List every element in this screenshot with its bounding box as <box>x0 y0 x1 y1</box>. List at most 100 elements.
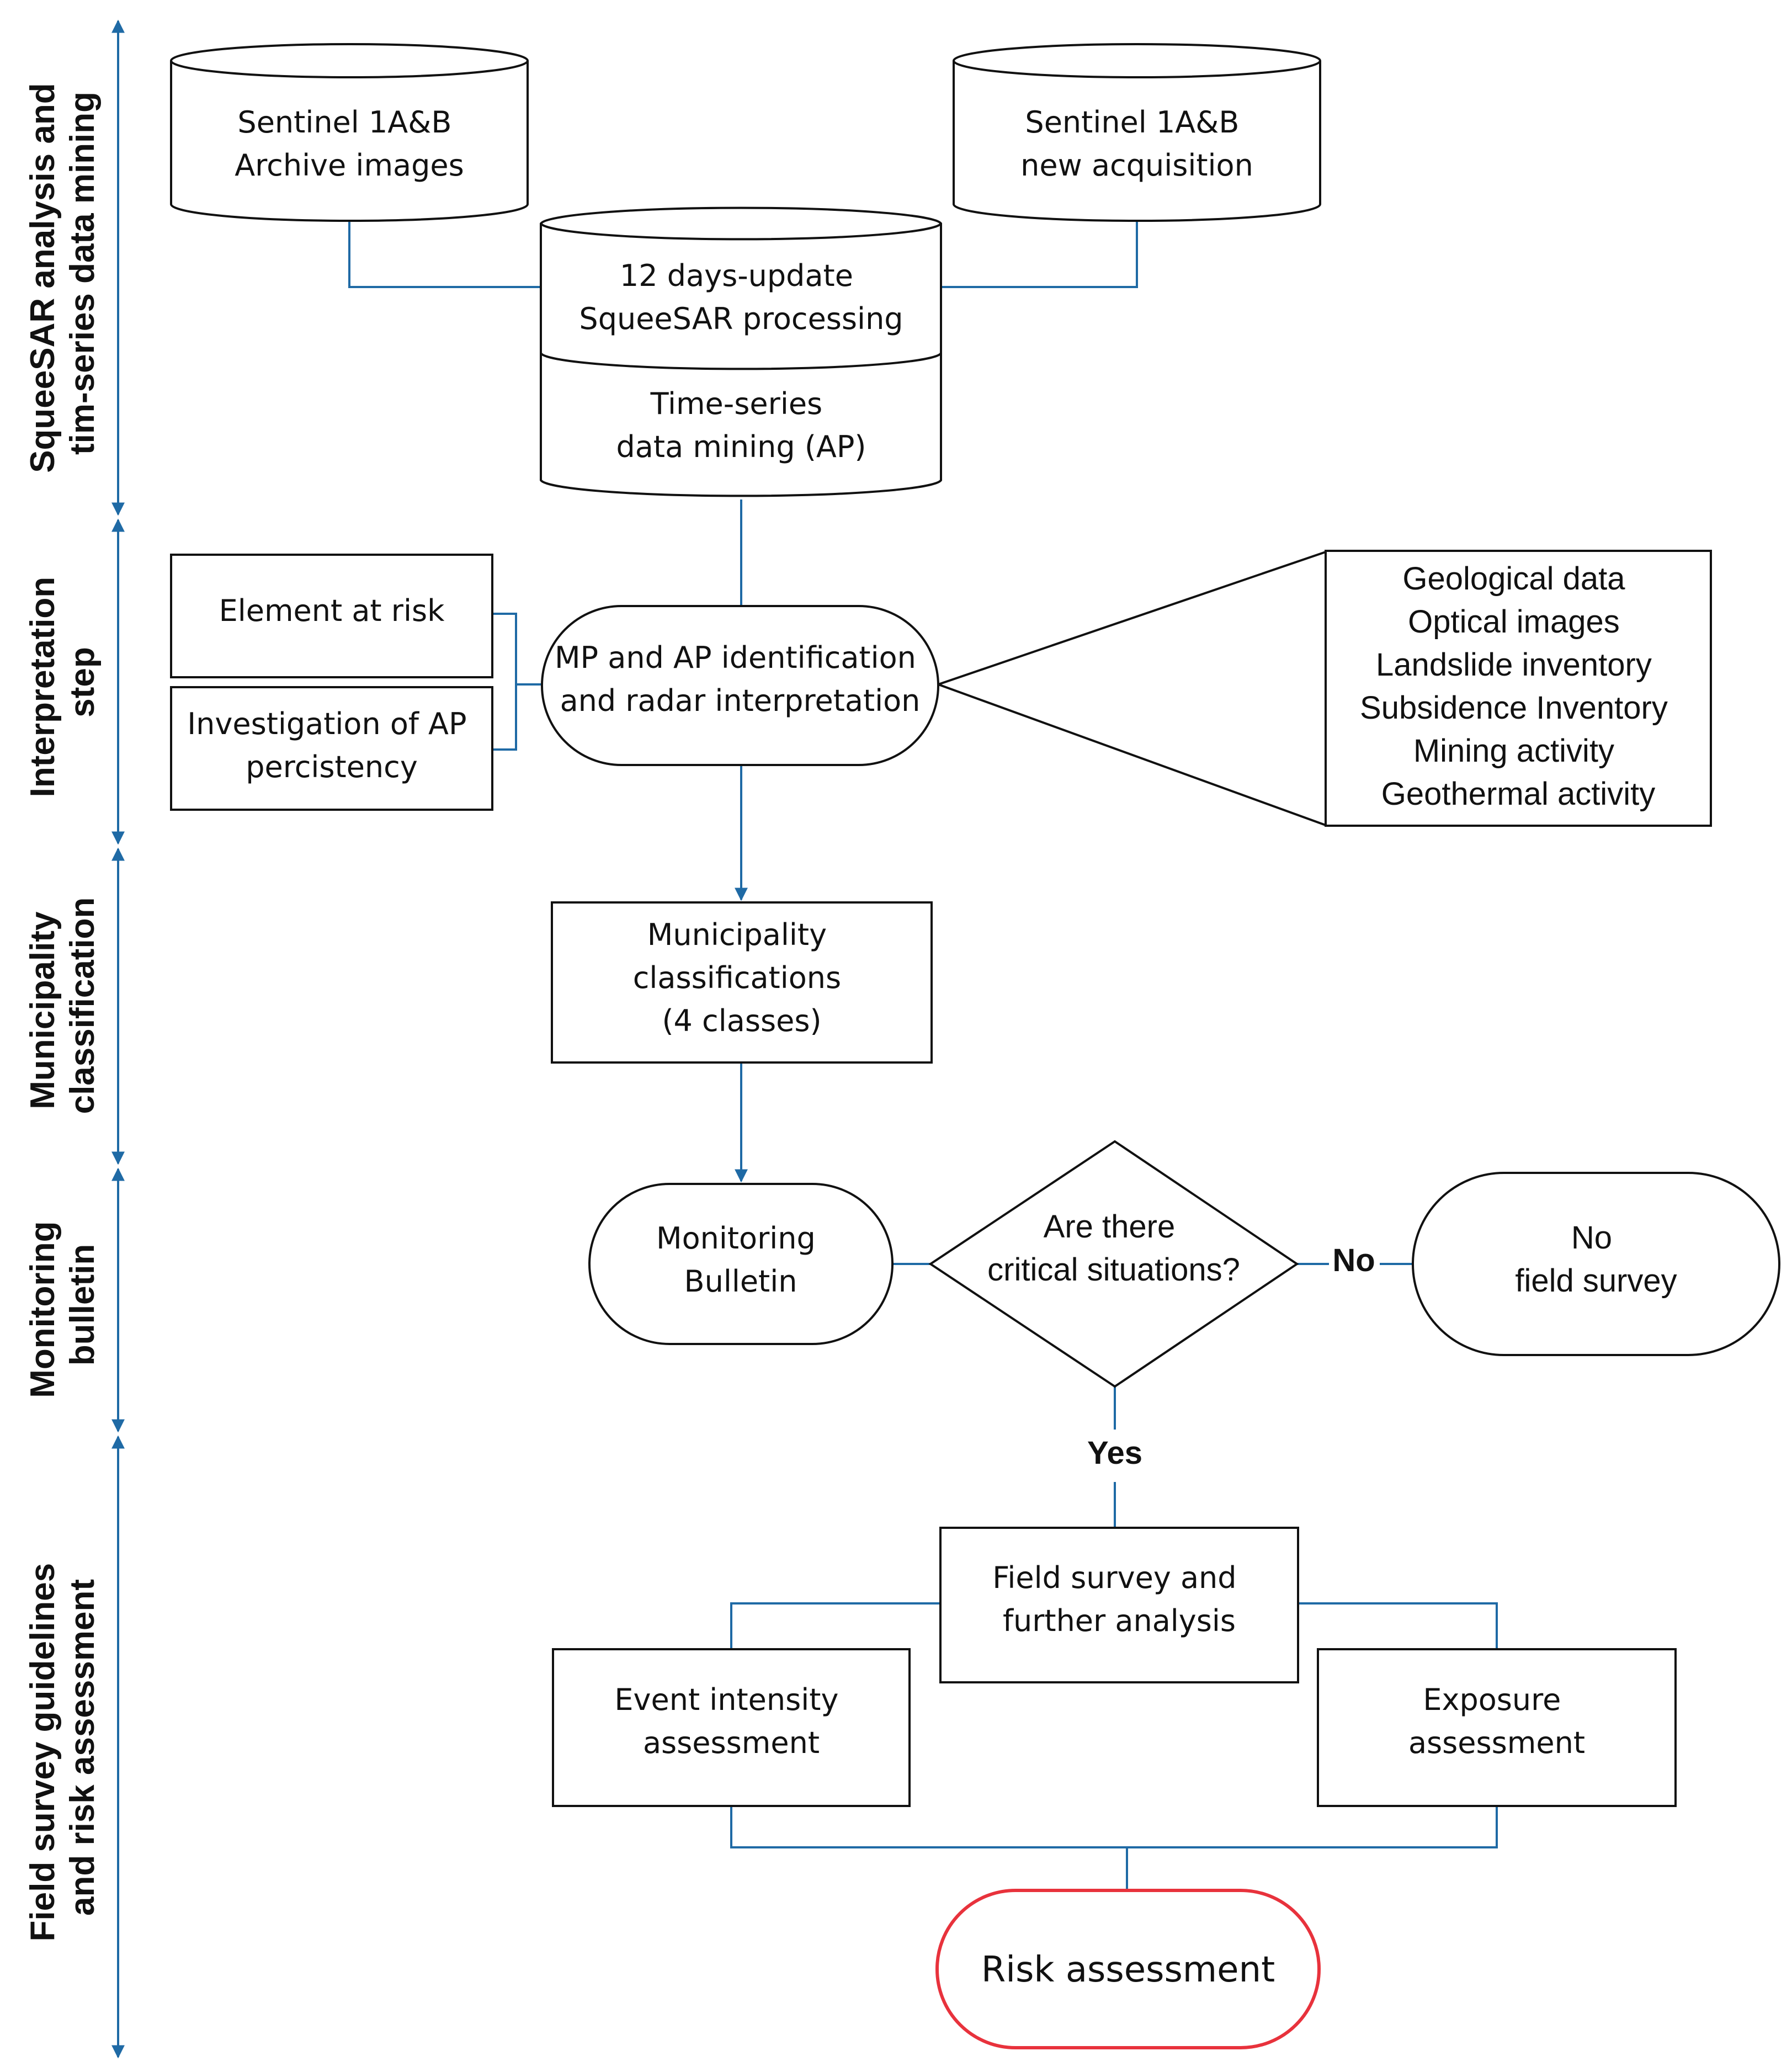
terminal-shape <box>588 1183 894 1345</box>
node-mining-text: Time-series data mining (AP) <box>616 386 866 464</box>
node-ancillary-data: Geological data Optical images Landslide… <box>1325 550 1712 827</box>
node-line: classifications <box>633 960 841 995</box>
node-line: Investigation of AP <box>187 706 466 741</box>
node-line: new acquisition <box>1020 148 1253 183</box>
stage-axis: SqueeSAR analysis and tim-series data mi… <box>24 19 125 2059</box>
cylinder-rim <box>953 60 1321 78</box>
node-line: assessment <box>643 1725 820 1760</box>
terminal-shape <box>1412 1172 1780 1356</box>
node-line: Are there <box>1044 1209 1176 1245</box>
node-line: SqueeSAR processing <box>579 301 903 336</box>
node-element-at-risk-text: Element at risk <box>219 593 445 628</box>
stage-label-line: Monitoring <box>24 1221 62 1398</box>
stage-label-squeesar: SqueeSAR analysis and tim-series data mi… <box>24 73 102 473</box>
node-exposure: Exposure assessment <box>1317 1648 1677 1807</box>
connector-fieldsurvey-exposure <box>1298 1602 1498 1649</box>
connector-fieldsurvey-event <box>730 1602 940 1649</box>
node-classification-text: Municipality classifications (4 classes) <box>633 917 851 1038</box>
connector-bracket-inputs <box>492 613 517 751</box>
node-event-intensity: Event intensity assessment <box>552 1648 911 1807</box>
box-shape <box>170 686 493 811</box>
node-investigation-text: Investigation of AP percistency <box>187 706 476 784</box>
box-shape <box>939 1527 1299 1683</box>
node-ancillary-text: Geological data Optical images Landslide… <box>1360 561 1677 812</box>
node-line: Element at risk <box>219 593 445 628</box>
node-line: Landslide inventory <box>1376 647 1652 683</box>
box-shape <box>1325 550 1712 827</box>
stage-label-line: bulletin <box>63 1244 102 1366</box>
node-archive-text: Sentinel 1A&B Archive images <box>235 105 464 183</box>
node-processing-stack: 12 days-update SqueeSAR processing Time-… <box>540 206 942 497</box>
box-shape <box>170 554 493 678</box>
node-line: No <box>1571 1220 1612 1256</box>
node-line: Bulletin <box>684 1264 797 1299</box>
stage-label-line: step <box>63 647 102 717</box>
box-shape <box>551 901 933 1064</box>
node-element-at-risk: Element at risk <box>170 554 493 678</box>
node-line: Time-series <box>650 386 823 421</box>
node-decision: Are there critical situations? <box>928 1140 1299 1388</box>
connectors <box>348 221 1498 1890</box>
node-line: Optical images <box>1408 604 1620 640</box>
diamond-shape <box>928 1140 1299 1388</box>
node-line: Geothermal activity <box>1381 776 1655 812</box>
connector-identification-ancillary-bottom <box>938 683 1326 826</box>
node-line: Monitoring <box>656 1221 816 1256</box>
node-line: Subsidence Inventory <box>1360 690 1668 726</box>
node-line: data mining (AP) <box>616 429 866 464</box>
stage-label-line: Interpretation <box>24 577 62 798</box>
cylinder-divider <box>540 352 942 370</box>
stage-label-line: classification <box>63 897 102 1114</box>
cylinder-shape <box>540 206 942 497</box>
edge-label-yes: Yes <box>1087 1435 1142 1471</box>
node-line: assessment <box>1408 1725 1585 1760</box>
node-processing-text: 12 days-update SqueeSAR processing <box>579 258 903 336</box>
cylinder-rim <box>170 60 529 78</box>
node-line: MP and AP identification <box>555 640 916 675</box>
connector-newacq-processing <box>941 221 1138 288</box>
node-risk-assessment-text: Risk assessment <box>981 1949 1275 1990</box>
node-decision-text: Are there critical situations? <box>987 1209 1240 1288</box>
stage-label-interpretation: Interpretation step <box>24 567 102 798</box>
node-new-acquisition-text: Sentinel 1A&B new acquisition <box>1020 105 1253 183</box>
node-line: and radar interpretation <box>560 683 921 718</box>
node-line: Municipality <box>647 917 827 952</box>
node-line: Event intensity <box>614 1682 838 1717</box>
edge-label-no: No <box>1332 1242 1375 1278</box>
node-line: Field survey and <box>992 1560 1236 1595</box>
node-exposure-text: Exposure assessment <box>1408 1682 1585 1760</box>
stage-label-line: Municipality <box>24 911 62 1109</box>
node-new-acquisition: Sentinel 1A&B new acquisition <box>953 43 1321 222</box>
cylinder-shape <box>953 43 1321 222</box>
box-shape <box>1317 1648 1677 1807</box>
node-field-survey-text: Field survey and further analysis <box>992 1560 1246 1638</box>
node-identification-text: MP and AP identification and radar inter… <box>555 640 926 718</box>
node-line: Sentinel 1A&B <box>237 105 451 140</box>
node-line: field survey <box>1515 1263 1677 1299</box>
node-event-intensity-text: Event intensity assessment <box>614 1682 848 1760</box>
node-line: further analysis <box>1003 1603 1236 1638</box>
cylinder-shape <box>170 43 529 222</box>
node-field-survey: Field survey and further analysis <box>939 1527 1299 1683</box>
connector-identification-ancillary-top <box>938 551 1326 686</box>
node-line: Risk assessment <box>981 1949 1275 1990</box>
stage-label-municipality: Municipality classification <box>24 897 102 1114</box>
node-line: Mining activity <box>1413 733 1614 769</box>
connector-event-risk <box>730 1806 1127 1848</box>
node-no-survey-text: No field survey <box>1515 1220 1677 1299</box>
node-bulletin: Monitoring Bulletin <box>588 1183 894 1345</box>
node-risk-assessment: Risk assessment <box>935 1889 1321 2049</box>
node-investigation: Investigation of AP percistency <box>170 686 493 811</box>
node-line: percistency <box>246 750 418 784</box>
stage-label-line: tim-series data mining <box>63 92 102 455</box>
cylinder-rim <box>540 222 942 241</box>
node-line: critical situations? <box>987 1252 1240 1288</box>
node-identification: MP and AP identification and radar inter… <box>541 605 939 766</box>
node-line: (4 classes) <box>662 1003 821 1038</box>
node-archive: Sentinel 1A&B Archive images <box>170 43 529 222</box>
stage-label-line: SqueeSAR analysis and <box>24 83 62 472</box>
node-line: Archive images <box>235 148 464 183</box>
terminal-shape <box>541 605 939 766</box>
